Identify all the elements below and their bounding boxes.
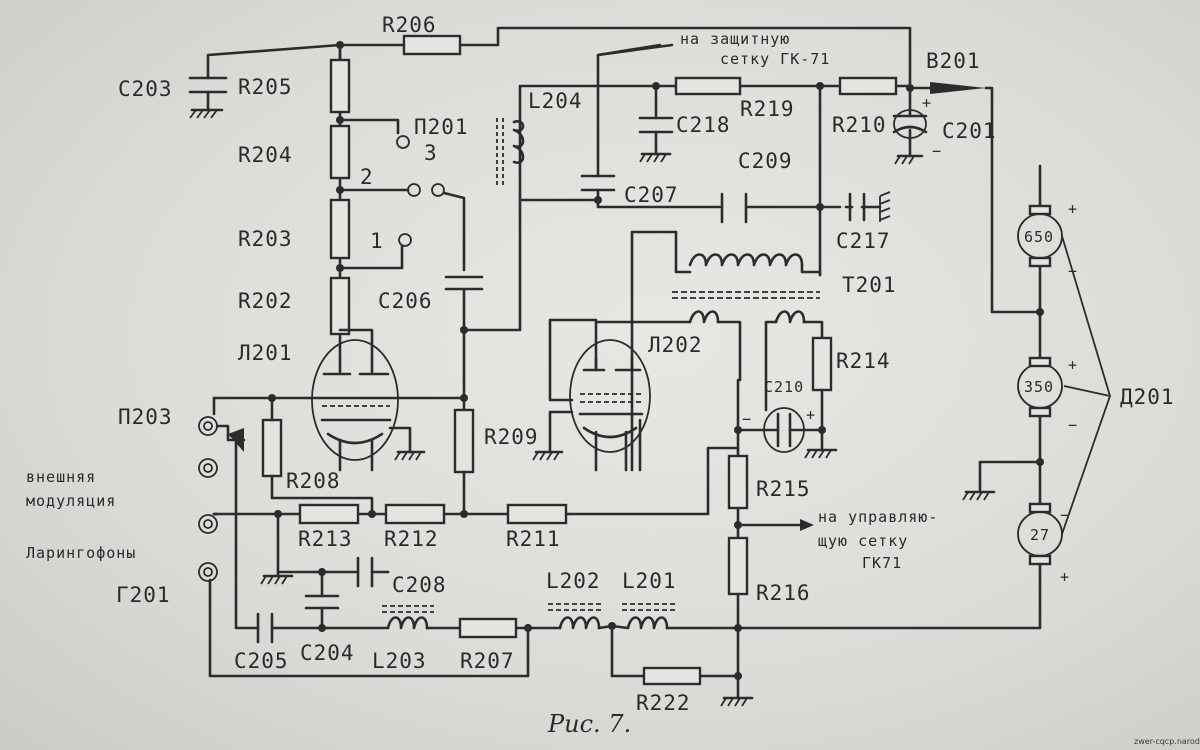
top-wires <box>188 26 912 119</box>
label-C203: C203 <box>118 77 173 101</box>
label-C209: C209 <box>738 149 793 173</box>
label-C206: C206 <box>378 289 433 313</box>
label-L201-tube: Л201 <box>238 341 293 365</box>
label-pos1: 1 <box>370 229 384 253</box>
C210-capacitor <box>734 407 838 459</box>
label-D201: Д201 <box>1120 385 1175 409</box>
label-R213: R213 <box>298 527 353 551</box>
note-laryngophones: Ларингофоны <box>26 544 136 562</box>
label-R206: R206 <box>382 13 437 37</box>
component-labels: R206 C203 R205 R204 R203 R202 Л201 П201 … <box>116 13 1175 715</box>
T201-transformer <box>594 230 833 472</box>
label-R205: R205 <box>238 75 293 99</box>
C206-capacitor <box>444 198 522 412</box>
label-L204: L204 <box>528 89 583 113</box>
label-L201: L201 <box>622 569 677 593</box>
label-R209: R209 <box>484 425 539 449</box>
label-C207: C207 <box>624 183 679 207</box>
watermark: zwer-cqcp.narod.ru <box>1134 737 1200 746</box>
svg-text:+: + <box>922 94 932 112</box>
label-V201: В201 <box>926 49 981 73</box>
label-27: 27 <box>1030 526 1050 544</box>
jacks <box>198 396 246 582</box>
label-pos3: 3 <box>424 141 438 165</box>
label-R207: R207 <box>460 649 515 673</box>
note-ctrl-grid-2: щую сетку <box>818 532 908 550</box>
label-R202: R202 <box>238 289 293 313</box>
annotations: на защитную сетку ГК-71 на управляю- щую… <box>26 30 938 572</box>
polarity-marks: + − + − − + − + + − <box>742 94 1078 586</box>
label-P201: П201 <box>414 115 469 139</box>
label-L202-tube: Л202 <box>648 333 703 357</box>
label-C201: C201 <box>942 119 997 143</box>
audio-bus <box>212 394 572 588</box>
svg-text:−: − <box>1068 262 1078 280</box>
svg-text:+: + <box>1060 568 1070 586</box>
svg-text:+: + <box>1068 200 1078 218</box>
label-C205: C205 <box>234 649 289 673</box>
bottom-chain <box>208 438 1042 686</box>
label-G201: Г201 <box>116 583 171 607</box>
label-R212: R212 <box>384 527 439 551</box>
label-C204: C204 <box>300 641 355 665</box>
note-ctrl-grid-3: ГК71 <box>862 554 902 572</box>
svg-text:−: − <box>932 142 942 160</box>
tank-circuit <box>496 43 912 277</box>
divider-chain <box>329 43 466 360</box>
dynamotor <box>892 82 1111 582</box>
note-screen-grid-2: сетку ГК-71 <box>720 50 830 68</box>
label-R214: R214 <box>836 349 891 373</box>
label-R204: R204 <box>238 143 293 167</box>
svg-text:−: − <box>1068 416 1078 434</box>
label-L202: L202 <box>546 569 601 593</box>
svg-text:+: + <box>1068 356 1078 374</box>
R206-resistor <box>402 34 462 56</box>
label-pos2: 2 <box>360 165 374 189</box>
label-L203: L203 <box>372 649 427 673</box>
control-divider <box>568 378 814 707</box>
svg-text:+: + <box>806 406 816 424</box>
note-screen-grid-1: на защитную <box>680 30 790 48</box>
svg-text:−: − <box>1060 506 1070 524</box>
label-R208: R208 <box>286 469 341 493</box>
note-ctrl-grid-1: на управляю- <box>818 508 938 526</box>
tube-L202 <box>532 318 651 472</box>
label-350: 350 <box>1024 378 1054 396</box>
tube-L201 <box>311 328 426 472</box>
svg-text:−: − <box>742 410 752 428</box>
label-R216: R216 <box>756 581 811 605</box>
note-ext-mod-1: внешняя <box>26 468 96 486</box>
label-650: 650 <box>1024 228 1054 246</box>
label-C218: C218 <box>676 113 731 137</box>
figure-caption: Рис. 7. <box>547 710 631 738</box>
label-R211: R211 <box>506 527 561 551</box>
label-C210: C210 <box>764 378 804 396</box>
label-R222: R222 <box>636 691 691 715</box>
label-C208: C208 <box>392 573 447 597</box>
label-C217: C217 <box>836 229 891 253</box>
label-R210: R210 <box>832 113 887 137</box>
label-R203: R203 <box>238 227 293 251</box>
label-R215: R215 <box>756 477 811 501</box>
note-ext-mod-2: модуляция <box>26 492 116 510</box>
label-P203: П203 <box>118 405 173 429</box>
label-T201: T201 <box>842 273 897 297</box>
label-R219: R219 <box>740 97 795 121</box>
